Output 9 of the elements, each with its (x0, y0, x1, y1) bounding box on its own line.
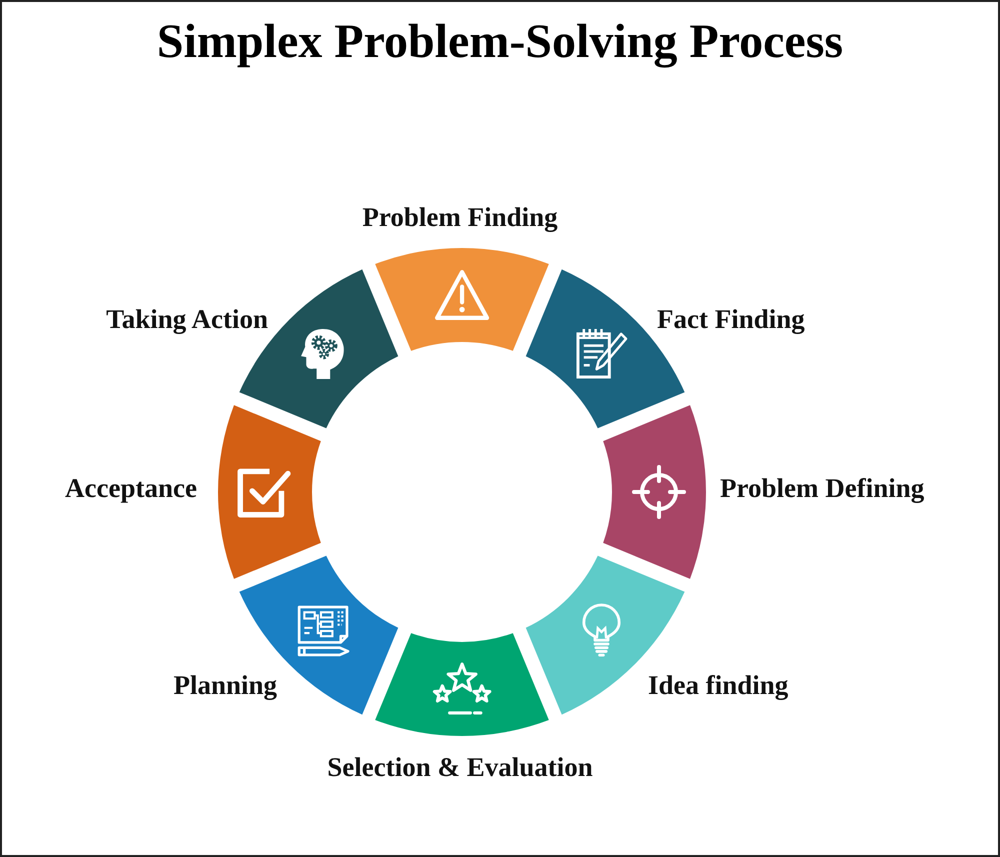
step-label: Problem Defining (720, 474, 924, 504)
title: Simplex Problem-Solving Process (156, 15, 844, 68)
step-label: Taking Action (106, 305, 268, 335)
step-label: Fact Finding (657, 305, 805, 335)
step-label: Planning (173, 671, 277, 701)
step-label: Selection & Evaluation (327, 753, 593, 783)
step-label: Acceptance (65, 474, 197, 504)
step-label: Idea finding (648, 671, 788, 701)
step-label: Problem Finding (362, 203, 558, 233)
